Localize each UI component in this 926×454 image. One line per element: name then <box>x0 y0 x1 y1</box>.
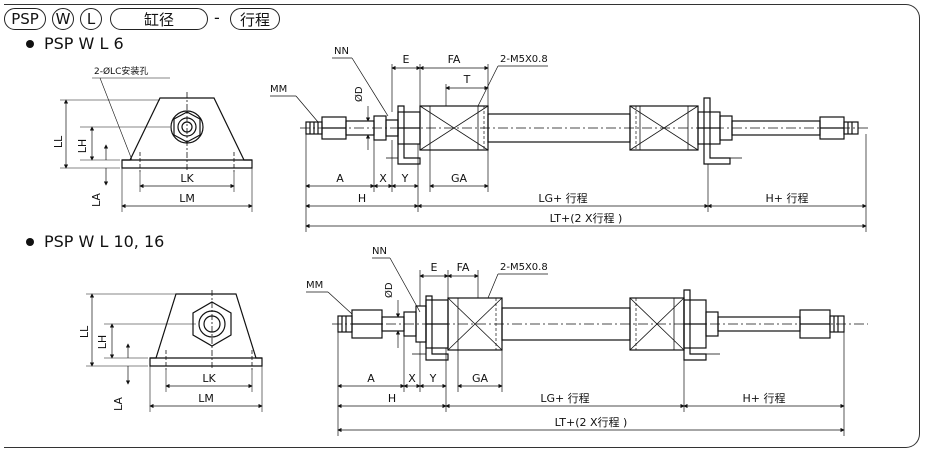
bullet-icon <box>26 39 34 48</box>
code-chip-bore: 缸径 <box>110 8 208 30</box>
label-ga-1: GA <box>451 172 468 185</box>
label-phi-d-1: ØD <box>353 86 365 102</box>
dimensions-2 <box>306 257 845 436</box>
bracket-side-view-2 <box>86 290 263 412</box>
code-chip-psp: PSP <box>4 8 46 30</box>
label-port-1: 2-M5X0.8 <box>500 54 548 65</box>
label-y-2: Y <box>429 372 437 385</box>
label-x-2: X <box>408 372 416 385</box>
label-lh-1: LH <box>76 139 89 153</box>
bullet-icon <box>26 237 34 246</box>
label-ll-2: LL <box>78 325 91 338</box>
label-lt-1: LT+(2 X行程 ) <box>550 212 623 225</box>
label-e-1: E <box>403 53 410 66</box>
code-chip-l: L <box>80 8 102 30</box>
label-lk-1: LK <box>180 172 194 185</box>
label-h-stroke-2: H+ 行程 <box>743 392 786 405</box>
label-lc-hole-1: 2-ØLC安装孔 <box>94 65 148 77</box>
label-x-1: X <box>379 172 387 185</box>
label-port-2: 2-M5X0.8 <box>500 262 548 273</box>
code-chip-w: W <box>52 8 74 30</box>
label-a-2: A <box>367 372 375 385</box>
label-lh-2: LH <box>96 335 109 349</box>
label-fa-2: FA <box>457 261 470 274</box>
label-h-2: H <box>388 392 396 405</box>
label-ga-2: GA <box>472 372 489 385</box>
label-h-1: H <box>358 192 366 205</box>
label-mm-2: MM <box>306 280 323 291</box>
label-y-1: Y <box>401 172 409 185</box>
label-h-stroke-1: H+ 行程 <box>766 192 809 205</box>
label-lk-2: LK <box>202 372 216 385</box>
cylinder-front-view-1 <box>300 97 870 165</box>
code-chip-stroke: 行程 <box>230 8 280 30</box>
label-t-1: T <box>463 73 471 86</box>
cylinder-front-view-2 <box>332 289 868 361</box>
dimensions-1 <box>270 57 867 232</box>
label-ll-1: LL <box>52 135 65 148</box>
label-fa-1: FA <box>448 53 461 66</box>
label-nn-1: NN <box>334 46 349 57</box>
label-a-1: A <box>336 172 344 185</box>
section-title-2: PSP W L 10, 16 <box>26 232 164 251</box>
section-title-1: PSP W L 6 <box>26 34 124 53</box>
label-mm-1: MM <box>270 84 287 95</box>
label-la-1: LA <box>90 193 103 207</box>
label-phi-d-2: ØD <box>383 282 395 298</box>
bracket-side-view-1 <box>60 77 253 212</box>
label-la-2: LA <box>112 397 125 411</box>
label-lg-1: LG+ 行程 <box>538 192 587 205</box>
label-e-2: E <box>431 261 438 274</box>
label-lt-2: LT+(2 X行程 ) <box>555 416 628 429</box>
label-lm-1: LM <box>179 192 195 205</box>
label-nn-2: NN <box>372 246 387 257</box>
code-separator: - <box>214 8 220 27</box>
drawing-frame <box>4 4 920 448</box>
label-lg-2: LG+ 行程 <box>540 392 589 405</box>
label-lm-2: LM <box>198 392 214 405</box>
